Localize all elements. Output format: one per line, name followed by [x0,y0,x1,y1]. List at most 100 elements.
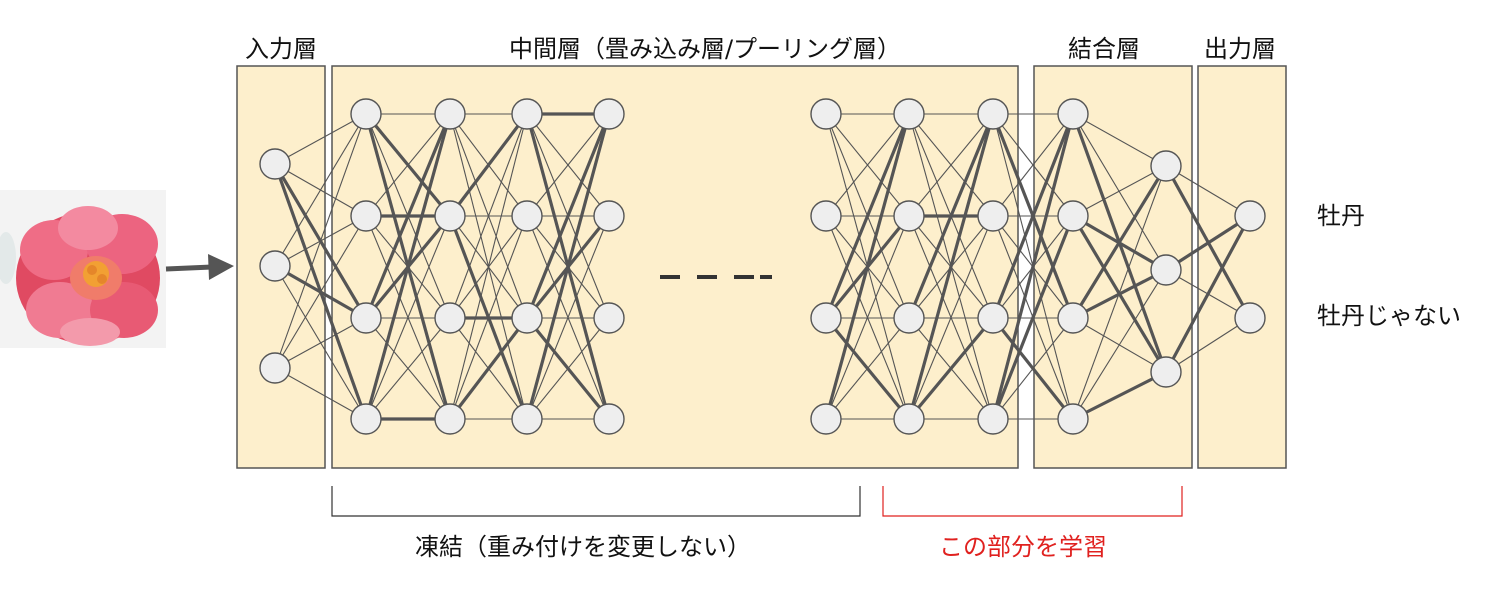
connection-edge [365,317,451,420]
trained-bracket [882,486,1183,517]
neuron-node [893,98,925,130]
neuron-node [1234,302,1266,334]
connection-edge [1072,269,1167,420]
dense-layer-label: 結合層 [1068,35,1140,63]
hidden-layers-label: 中間層（畳み込み層/プーリング層） [509,35,901,63]
connection-edge [992,317,1074,420]
neuron-node [977,403,1009,435]
connection-edge [365,215,451,420]
connection-edge [1164,215,1252,373]
connection-edge [448,317,529,420]
connection-edge [274,113,367,369]
neuron-node [810,403,842,435]
neuron-node [593,98,625,130]
output-class-peony: 牡丹 [1317,202,1365,230]
connection-edge [525,113,611,420]
neuron-node [1057,302,1089,334]
neuron-node [259,250,291,282]
connection-edge [274,113,367,267]
neuron-node [1057,403,1089,435]
connection-edge [364,113,452,319]
network-connections [273,112,1252,421]
peony-photo [0,190,166,348]
connection-edge [1165,165,1251,217]
connection-edge [825,215,910,420]
connection-edge [825,113,910,217]
connection-edge [274,317,367,369]
connection-edge [1165,214,1251,272]
connection-edge [1072,165,1167,420]
frozen-bracket [331,486,861,517]
neuron-node [259,148,291,180]
output-class-not-peony: 牡丹じゃない [1317,302,1461,330]
neuron-node [810,200,842,232]
neuron-node [1150,254,1182,286]
connection-edge [908,215,994,420]
neuron-node [593,200,625,232]
connection-edge [907,113,995,420]
network-neurons [259,98,1266,435]
connection-edge [824,113,911,420]
neuron-node [977,200,1009,232]
neuron-node [1150,356,1182,388]
neuron-node [511,98,543,130]
connection-edge [1071,165,1168,319]
connection-edge [449,215,528,420]
connection-edge [365,113,451,217]
connection-edge [364,113,452,420]
neuron-node [350,200,382,232]
neuron-node [434,98,466,130]
neuron-node [1057,98,1089,130]
connection-edge [907,316,995,421]
neuron-node [434,403,466,435]
connection-edge [1072,370,1167,421]
connection-edge [526,215,610,420]
connection-edge [991,215,1075,420]
connection-edge [824,113,911,319]
neuron-node [977,98,1009,130]
neuron-node [511,302,543,334]
neuron-node [350,302,382,334]
output-layer-label: 出力層 [1204,35,1276,63]
connection-edge [274,215,367,369]
connection-edge [449,113,528,319]
connection-edge [1072,113,1167,167]
connection-edge [1072,113,1167,271]
connection-edge [448,113,529,217]
connection-edge [992,113,1074,217]
frozen-label: 凍結（重み付けを変更しない） [415,533,751,561]
connection-edge [991,113,1075,319]
neuron-node [593,403,625,435]
neuron-node [593,302,625,334]
neuron-node [511,200,543,232]
input-layer-label: 入力層 [245,35,317,63]
connection-edge [274,367,367,420]
trained-label: この部分を学習 [939,533,1107,561]
neuron-node [259,352,291,384]
neuron-node [434,200,466,232]
neuron-node [810,98,842,130]
output-layer-panel [1197,65,1287,469]
neuron-node [511,403,543,435]
neuron-node [1234,200,1266,232]
neuron-node [810,302,842,334]
neuron-node [1150,150,1182,182]
neuron-node [977,302,1009,334]
connection-edge [1165,317,1251,373]
neuron-node [434,302,466,334]
connection-edge [908,113,994,217]
connection-edge [274,113,367,165]
neuron-node [893,403,925,435]
input-arrow [165,254,234,280]
connection-edge [991,113,1075,420]
connection-edge [526,113,610,217]
neuron-node [1057,200,1089,232]
connection-edge [525,113,611,319]
neuron-node [350,98,382,130]
connection-edge [825,317,910,420]
connection-edge [907,113,995,319]
connection-edge [1072,165,1167,217]
neuron-node [350,403,382,435]
neuron-node [893,302,925,334]
